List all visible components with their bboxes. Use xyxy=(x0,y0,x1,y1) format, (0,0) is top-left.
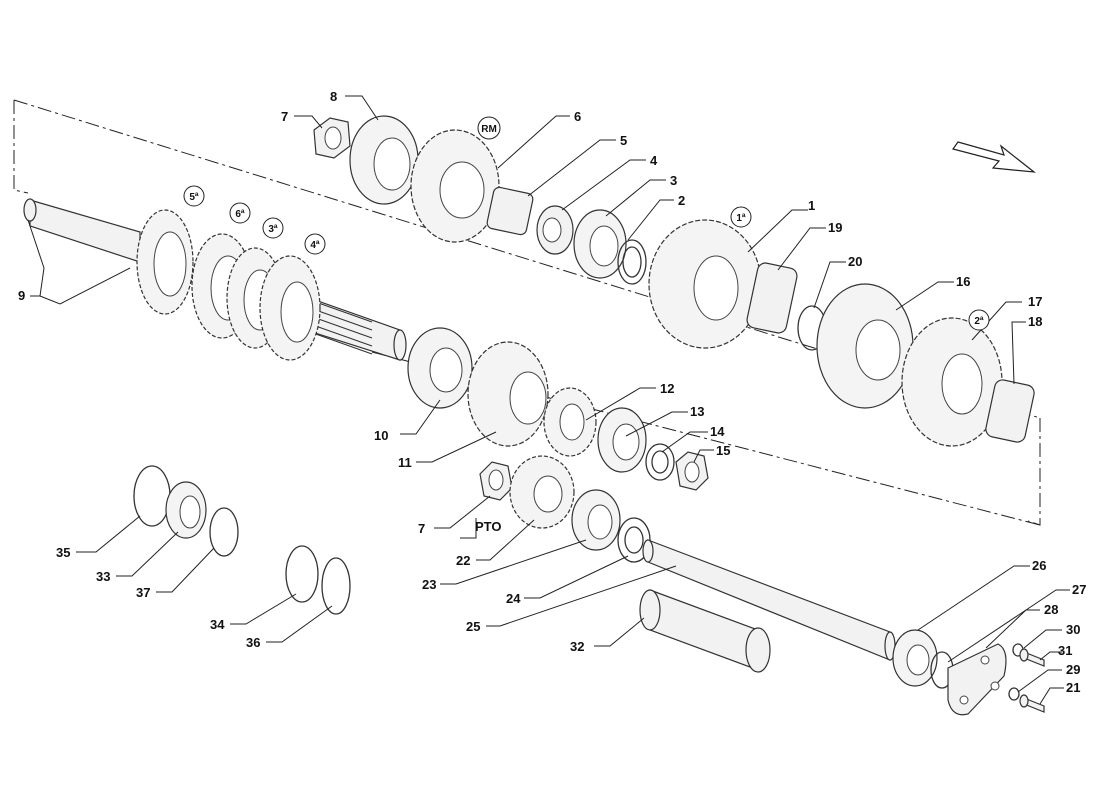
sleeve-32 xyxy=(639,589,771,673)
gear-badge-6th: 6ª xyxy=(229,202,251,224)
circlip-36 xyxy=(321,557,351,615)
synchro-hub-8 xyxy=(349,115,419,205)
o-ring-37 xyxy=(209,507,239,557)
bearing-23 xyxy=(571,489,621,551)
svg-text:3ª: 3ª xyxy=(268,224,278,235)
gear-badge-3rd: 3ª xyxy=(262,217,284,239)
gear-12 xyxy=(543,387,597,457)
needle-bearing-5 xyxy=(486,186,534,236)
needle-bearing-19 xyxy=(746,262,798,334)
bearing-13 xyxy=(597,407,647,473)
bearing-10 xyxy=(407,327,473,409)
callout-2: 2 xyxy=(678,193,685,208)
bearing-26 xyxy=(892,629,938,687)
gear-reverse xyxy=(410,129,500,243)
gear-badge-4th: 4ª xyxy=(304,233,326,255)
bolt-21 xyxy=(1019,694,1045,713)
svg-text:2ª: 2ª xyxy=(974,316,984,327)
cover-plate-28 xyxy=(947,643,1007,716)
callout-21: 21 xyxy=(1066,680,1080,695)
callout-33: 33 xyxy=(96,569,110,584)
callout-15: 15 xyxy=(716,443,730,458)
svg-text:5ª: 5ª xyxy=(189,192,199,203)
callout-25: 25 xyxy=(466,619,480,634)
callout-37: 37 xyxy=(136,585,150,600)
gear-5th xyxy=(136,209,194,315)
spacer-34 xyxy=(285,545,319,603)
gear-badge-5th: 5ª xyxy=(183,185,205,207)
washer-29 xyxy=(1008,687,1020,701)
callout-32: 32 xyxy=(570,639,584,654)
callout-1: 1 xyxy=(808,198,815,213)
nut-15 xyxy=(675,451,709,491)
callout-36: 36 xyxy=(246,635,260,650)
direction-arrow-icon xyxy=(952,141,1036,173)
callout-34: 34 xyxy=(210,617,225,632)
callout-13: 13 xyxy=(690,404,704,419)
gear-badge-1st: 1ª xyxy=(730,206,752,228)
svg-text:4ª: 4ª xyxy=(310,240,320,251)
callout-17: 17 xyxy=(1028,294,1042,309)
callout-27: 27 xyxy=(1072,582,1086,597)
seal-33 xyxy=(165,481,207,539)
callout-3: 3 xyxy=(670,173,677,188)
synchro-hub-16 xyxy=(816,283,914,409)
seal-24 xyxy=(617,517,651,563)
washer-2 xyxy=(617,239,647,285)
callout-16: 16 xyxy=(956,274,970,289)
callout-24: 24 xyxy=(506,591,521,606)
washer-14 xyxy=(645,443,675,481)
nut-top xyxy=(313,117,351,159)
gear-2nd xyxy=(901,317,1003,447)
callout-22: 22 xyxy=(456,553,470,568)
callout-19: 19 xyxy=(828,220,842,235)
gear-1st xyxy=(648,219,762,349)
callout-8: 8 xyxy=(330,89,337,104)
nut-pto xyxy=(479,461,513,501)
bearing-3 xyxy=(573,209,627,279)
bolt-31 xyxy=(1019,648,1045,667)
callout-11: 11 xyxy=(398,455,412,470)
callout-5: 5 xyxy=(620,133,627,148)
callout-6: 6 xyxy=(574,109,581,124)
callout-4: 4 xyxy=(650,153,658,168)
callout-29: 29 xyxy=(1066,662,1080,677)
svg-text:RM: RM xyxy=(481,124,497,135)
callout-28: 28 xyxy=(1044,602,1058,617)
gear-11 xyxy=(467,341,549,447)
callout-20: 20 xyxy=(848,254,862,269)
svg-text:6ª: 6ª xyxy=(235,209,245,220)
gear-badge-rm: RM xyxy=(477,116,501,140)
callout-12: 12 xyxy=(660,381,674,396)
callout-35: 35 xyxy=(56,545,70,560)
gear-badge-2nd: 2ª xyxy=(968,309,990,331)
callout-10: 10 xyxy=(374,428,388,443)
gear-pto-22 xyxy=(509,455,575,529)
pto-label: PTO xyxy=(475,519,502,534)
callout-30: 30 xyxy=(1066,622,1080,637)
callout-numbers: 8 7 6 5 4 3 2 1 19 20 16 17 18 9 10 11 1… xyxy=(18,89,1086,695)
svg-text:1ª: 1ª xyxy=(736,213,746,224)
callout-7b: 7 xyxy=(418,521,425,536)
callout-7a: 7 xyxy=(281,109,288,124)
callout-23: 23 xyxy=(422,577,436,592)
gear-4th xyxy=(259,255,321,361)
callout-14: 14 xyxy=(710,424,725,439)
callout-26: 26 xyxy=(1032,558,1046,573)
callout-18: 18 xyxy=(1028,314,1042,329)
needle-bearing-18 xyxy=(985,379,1035,443)
bushing-4 xyxy=(536,205,574,255)
callout-9: 9 xyxy=(18,288,25,303)
callout-31: 31 xyxy=(1058,643,1072,658)
